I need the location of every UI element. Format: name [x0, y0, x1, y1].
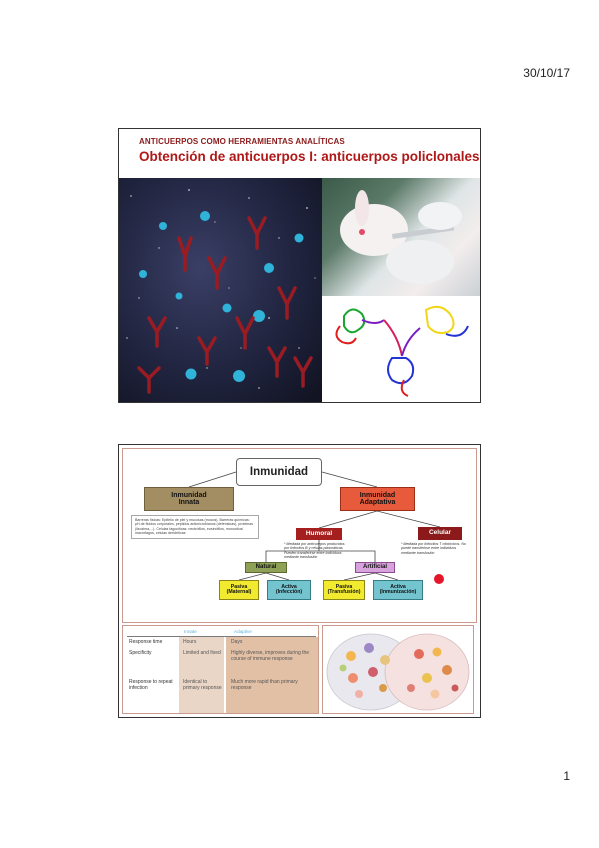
adaptive-column-bg [226, 637, 318, 713]
slide-title: Obtención de anticuerpos I: anticuerpos … [139, 149, 480, 164]
node-inmunidad-adaptativa: Inmunidad Adaptativa [340, 487, 415, 511]
innata-line2: Innata [178, 499, 200, 506]
slide-polyclonal-antibodies: ANTICUERPOS COMO HERRAMIENTAS ANALÍTICAS… [118, 128, 481, 403]
immune-cells-svg [326, 633, 470, 711]
node-inmunidad-innata: Inmunidad Innata [144, 487, 234, 511]
node-natural: Natural [245, 562, 287, 573]
innata-description: Barreras físicas: Epitelio de piel y muc… [131, 515, 259, 539]
row-innate-value: Hours [183, 639, 197, 645]
pasiva-transfusion-line1: Pasiva [335, 583, 353, 590]
activa-inmunizacion-line2: (Inmunización) [379, 589, 417, 595]
row-adaptive-value: Highly diverse, improves during the cour… [231, 650, 310, 662]
page-number: 1 [563, 769, 570, 783]
innate-column-bg [179, 637, 224, 713]
node-artificial: Artificial [355, 562, 395, 573]
node-humoral: Humoral [296, 528, 342, 540]
celular-description: * Mediada por linfocitos T citotóxicos. … [401, 542, 466, 555]
pasiva-maternal-line2: (Maternal) [226, 589, 252, 595]
table-header-innate: Innate [184, 629, 197, 634]
node-celular: Celular [418, 527, 462, 540]
node-pasiva-transfusion: Pasiva (Transfusión) [323, 580, 365, 600]
row-adaptive-value: Much more rapid than primary response [231, 679, 298, 691]
row-innate-value: Limited and fixed [183, 650, 221, 656]
table-header-rule [127, 636, 316, 637]
innate-vs-adaptive-table: Innate Adaptive Response time Hours Days… [122, 625, 319, 714]
row-adaptive-value: Days [231, 639, 243, 645]
activa-infeccion-line2: (Infección) [275, 589, 303, 595]
innata-line1: Inmunidad [171, 491, 207, 499]
page-date: 30/10/17 [523, 66, 570, 80]
pasiva-transfusion-line2: (Transfusión) [327, 589, 361, 595]
antibody-structure-image [322, 296, 480, 402]
node-inmunidad: Inmunidad [236, 458, 322, 486]
antibody-structure-svg [335, 305, 469, 397]
table-header-adaptive: Adaptive [234, 629, 252, 634]
slide-subtitle: ANTICUERPOS COMO HERRAMIENTAS ANALÍTICAS [139, 137, 345, 146]
row-label: Response to repeat infection [129, 679, 173, 691]
pasiva-maternal-line1: Pasiva [230, 583, 248, 590]
node-pasiva-maternal: Pasiva (Maternal) [219, 580, 259, 600]
rabbit-injection-photo [322, 178, 480, 296]
node-activa-infeccion: Activa (Infección) [267, 580, 311, 600]
node-activa-inmunizacion: Activa (Inmunización) [373, 580, 423, 600]
adaptativa-line2: Adaptativa [359, 499, 396, 506]
activa-inmunizacion-line1: Activa [390, 583, 406, 590]
antibodies-svg [126, 189, 316, 394]
diagram-connectors [188, 471, 441, 581]
row-innate-value: Identical to primary response [183, 679, 222, 691]
immunity-diagram: Inmunidad Inmunidad Innata Inmunidad Ada… [122, 448, 477, 623]
humoral-description: * Mediada por anticuerpos producidos por… [284, 542, 345, 560]
antibodies-illustration [119, 178, 322, 402]
adaptativa-line1: Inmunidad [359, 491, 396, 499]
activa-infeccion-line1: Activa [281, 583, 297, 590]
row-label: Response time [129, 639, 163, 645]
immune-cells-illustration [322, 625, 474, 714]
pointer-dot [434, 574, 444, 584]
row-label: Specificity [129, 650, 152, 656]
slide-immunity-overview: Inmunidad Inmunidad Innata Inmunidad Ada… [118, 444, 481, 718]
rabbit-photo-svg [340, 190, 462, 284]
